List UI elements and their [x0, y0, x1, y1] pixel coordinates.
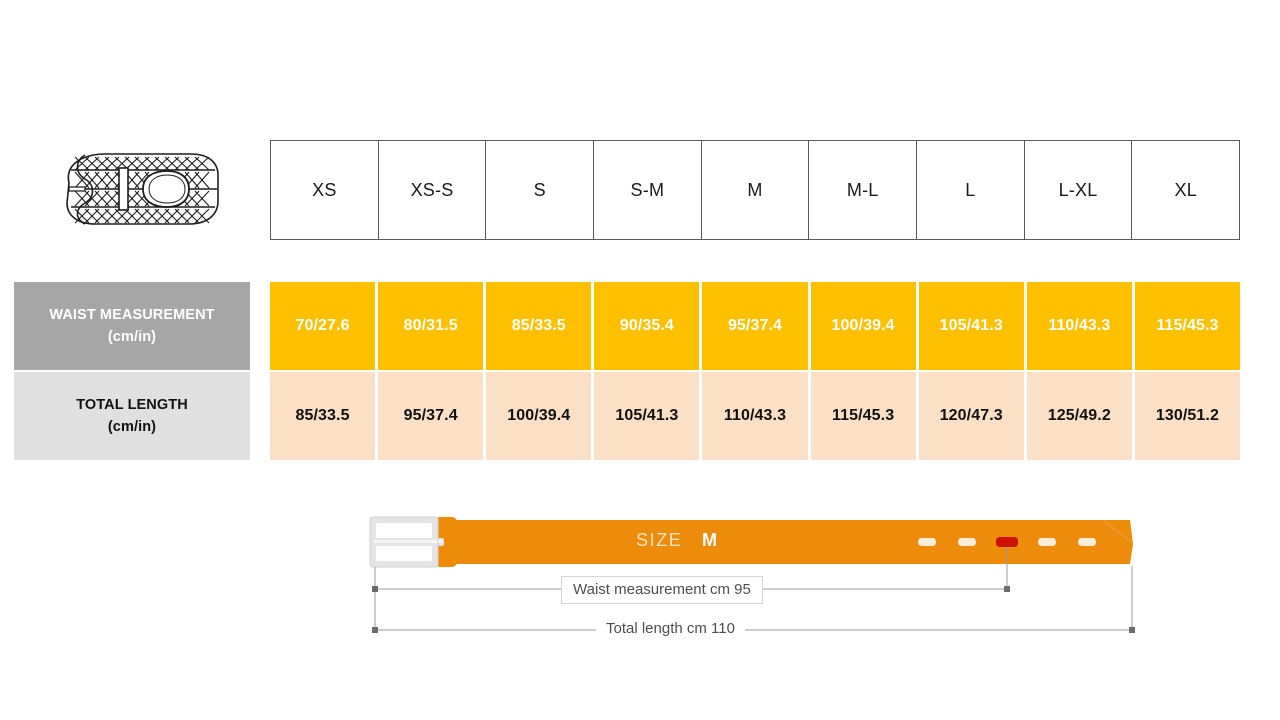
waist-value-cell: 95/37.4 — [702, 282, 808, 370]
size-header-cell: XS-S — [379, 141, 487, 239]
size-header-cell: M — [702, 141, 810, 239]
waist-value-cell: 110/43.3 — [1026, 282, 1132, 370]
belt-measurement-diagram — [360, 500, 1160, 650]
row-gap — [250, 372, 270, 460]
total-length-callout: Total length cm 110 — [596, 618, 745, 639]
waist-label-line2: (cm/in) — [107, 329, 157, 345]
waist-value-cell: 100/39.4 — [810, 282, 916, 370]
length-value-cell: 105/41.3 — [594, 372, 700, 460]
size-header-cell: S — [486, 141, 595, 239]
waist-value-cell: 80/31.5 — [378, 282, 484, 370]
size-header-cell: M-L — [809, 141, 918, 239]
length-label-line1: TOTAL LENGTH — [76, 396, 188, 413]
waist-measurement-label: WAIST MEASUREMENT (cm/in) — [14, 282, 250, 370]
length-value-cell: 130/51.2 — [1134, 372, 1240, 460]
length-value-cell: 95/37.4 — [378, 372, 484, 460]
size-header-cell: S-M — [594, 141, 702, 239]
size-header-cell: XS — [271, 141, 379, 239]
length-label-line2: (cm/in) — [107, 419, 157, 435]
waist-value-cell: 105/41.3 — [918, 282, 1024, 370]
length-value-cell: 85/33.5 — [270, 372, 376, 460]
length-value-cell: 110/43.3 — [702, 372, 808, 460]
length-value-cell: 125/49.2 — [1026, 372, 1132, 460]
size-header-cell: L — [917, 141, 1025, 239]
length-value-cells: 85/33.5 95/37.4 100/39.4 105/41.3 110/43… — [270, 372, 1240, 460]
length-value-cell: 100/39.4 — [486, 372, 592, 460]
waist-value-cells: 70/27.6 80/31.5 85/33.5 90/35.4 95/37.4 … — [270, 282, 1240, 370]
length-value-cell: 115/45.3 — [810, 372, 916, 460]
size-header-cell: XL — [1174, 179, 1197, 200]
waist-label-line1: WAIST MEASUREMENT — [49, 306, 215, 323]
size-header-table: XS XS-S S S-M M M-L L L-XL XL — [270, 140, 1240, 240]
waist-value-cell: 90/35.4 — [594, 282, 700, 370]
total-length-label: TOTAL LENGTH (cm/in) — [14, 372, 250, 460]
length-value-cell: 120/47.3 — [918, 372, 1024, 460]
waist-value-cell: 85/33.5 — [486, 282, 592, 370]
braided-belt-icon — [55, 143, 225, 235]
row-gap — [250, 282, 270, 370]
waist-measurement-row: WAIST MEASUREMENT (cm/in) 70/27.6 80/31.… — [14, 282, 1240, 370]
waist-measurement-callout: Waist measurement cm 95 — [561, 576, 763, 604]
waist-value-cell: 70/27.6 — [270, 282, 376, 370]
waist-value-cell: 115/45.3 — [1134, 282, 1240, 370]
size-header-cell: L-XL — [1025, 141, 1133, 239]
total-length-row: TOTAL LENGTH (cm/in) 85/33.5 95/37.4 100… — [14, 372, 1240, 460]
